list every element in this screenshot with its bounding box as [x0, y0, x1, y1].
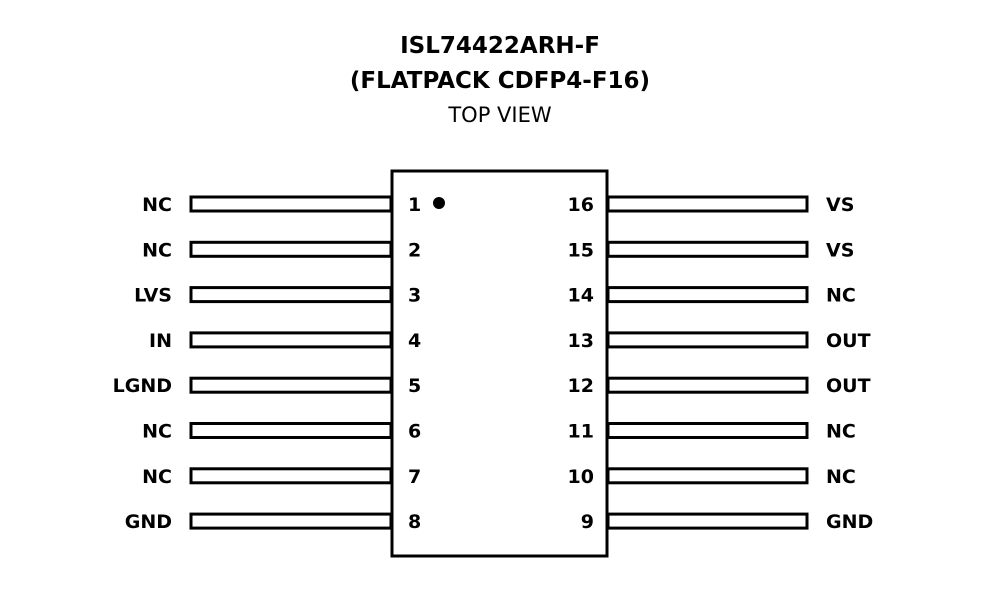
pin-2: NC 2	[142, 239, 421, 261]
view-label: TOP VIEW	[447, 103, 552, 127]
pin-lead	[606, 195, 809, 213]
pin-name: NC	[142, 466, 172, 488]
pin-name: IN	[149, 330, 172, 352]
pin-name: NC	[142, 239, 172, 261]
pin-10: NC 10	[568, 466, 856, 488]
pin-name: LGND	[113, 375, 172, 397]
pin-8: GND 8	[125, 511, 422, 533]
pin-number: 6	[408, 421, 421, 443]
pin-7: NC 7	[142, 466, 421, 488]
pin-13: OUT 13	[568, 330, 871, 352]
pin-lead	[606, 286, 809, 304]
pin-number: 14	[568, 285, 594, 307]
pin-lead	[606, 422, 809, 439]
pin-9: GND 9	[581, 511, 874, 533]
pin-name: VS	[826, 239, 854, 261]
chip-body	[390, 169, 609, 558]
pin-lead	[189, 512, 393, 530]
pin-4: IN 4	[149, 330, 421, 352]
pin-lead	[189, 376, 393, 394]
package-title: (FLATPACK CDFP4-F16)	[350, 68, 650, 94]
pin-number: 9	[581, 511, 594, 533]
pin-15: VS 15	[568, 239, 855, 261]
pin-number: 1	[408, 194, 421, 216]
pin-number: 10	[568, 466, 594, 488]
pin-3: LVS 3	[134, 285, 421, 307]
pin-1: NC 1	[142, 194, 421, 216]
pin-name: GND	[826, 511, 873, 533]
pin-lead	[189, 467, 393, 485]
pin-lead	[606, 376, 809, 394]
part-number-title: ISL74422ARH-F	[400, 33, 600, 59]
pin-name: NC	[142, 421, 172, 443]
pin-number: 11	[568, 421, 594, 443]
pin-lead	[606, 512, 809, 530]
pin-name: OUT	[826, 330, 871, 352]
pin-name: NC	[826, 421, 856, 443]
pin-name: NC	[826, 466, 856, 488]
pin-lead	[606, 467, 809, 485]
pin-16: VS 16	[568, 194, 855, 216]
pin-number: 7	[408, 466, 421, 488]
pin-number: 12	[568, 375, 594, 397]
pin-number: 8	[408, 511, 421, 533]
pin-lead	[189, 240, 393, 258]
pin-lead	[189, 331, 393, 349]
pin-number: 5	[408, 375, 421, 397]
pin-name: VS	[826, 194, 854, 216]
pin-12: OUT 12	[568, 375, 871, 397]
pin-lead	[606, 240, 809, 258]
pin-name: NC	[142, 194, 172, 216]
pin-lead	[189, 195, 393, 213]
pin-number: 3	[408, 285, 421, 307]
pin-name: LVS	[134, 285, 172, 307]
pin-lead	[189, 422, 393, 439]
pin-number: 16	[568, 194, 594, 216]
pin-6: NC 6	[142, 421, 421, 443]
pin-number: 13	[568, 330, 594, 352]
pin-5: LGND 5	[113, 375, 422, 397]
pin1-marker-dot	[433, 197, 445, 209]
pin-number: 15	[568, 239, 594, 261]
pin-11: NC 11	[568, 421, 856, 443]
pin-number: 2	[408, 239, 421, 261]
pin-14: NC 14	[568, 285, 856, 307]
pin-name: GND	[125, 511, 172, 533]
pin-number: 4	[408, 330, 421, 352]
pin-lead	[606, 331, 809, 349]
pin-name: NC	[826, 285, 856, 307]
pin-name: OUT	[826, 375, 871, 397]
pin-lead	[189, 286, 393, 304]
